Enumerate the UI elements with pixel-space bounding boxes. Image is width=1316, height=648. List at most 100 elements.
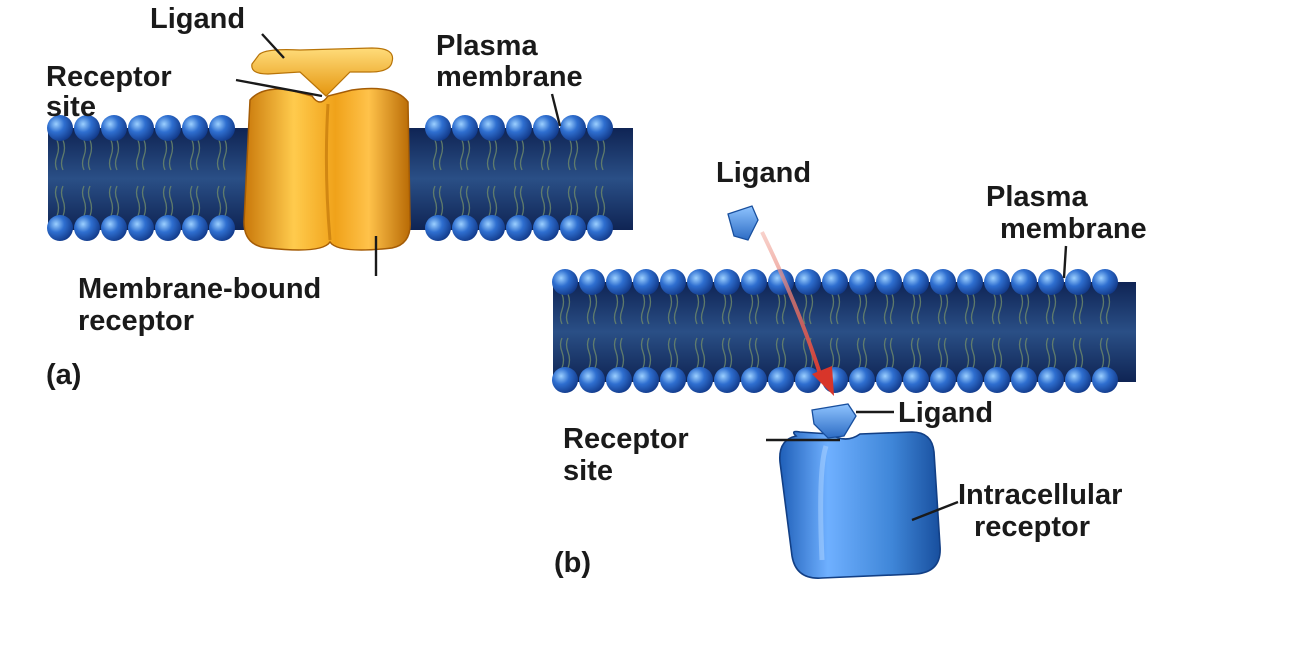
phospholipid-tail	[943, 337, 949, 369]
phospholipid-tail	[432, 185, 438, 217]
phospholipid-head	[182, 215, 208, 241]
phospholipid-tail	[1051, 293, 1057, 325]
phospholipid-tail	[54, 185, 60, 217]
phospholipid-tail	[162, 139, 168, 171]
phospholipid-tail	[943, 293, 949, 325]
membrane-label-a-2: membrane	[436, 61, 583, 93]
phospholipid-tail	[592, 293, 598, 325]
phospholipid-tail	[565, 337, 571, 369]
phospholipid-tail	[613, 293, 619, 325]
phospholipid-tail	[937, 293, 943, 325]
phospholipid-head	[1038, 269, 1064, 295]
phospholipid-head	[660, 269, 686, 295]
membrane-label-b-1: Plasma	[986, 181, 1088, 213]
phospholipid-head	[47, 115, 73, 141]
phospholipid-tail	[438, 139, 444, 171]
phospholipid-tail	[748, 293, 754, 325]
phospholipid-tail	[646, 293, 652, 325]
ligand-label-b-bottom: Ligand	[898, 397, 993, 429]
phospholipid-head	[47, 215, 73, 241]
phospholipid-tail	[216, 185, 222, 217]
phospholipid-tail	[222, 139, 228, 171]
panel-a: Ligand Receptor site Plasma membrane Mem…	[46, 3, 633, 391]
membrane-label-a-1: Plasma	[436, 30, 538, 62]
phospholipid-head	[552, 367, 578, 393]
ligand-leader-a	[261, 33, 285, 59]
phospholipid-tail	[486, 139, 492, 171]
phospholipid-head	[957, 367, 983, 393]
phospholipid-head	[552, 269, 578, 295]
phospholipid-tail	[748, 337, 754, 369]
phospholipid-tail	[997, 337, 1003, 369]
phospholipid-tail	[694, 293, 700, 325]
phospholipid-tail	[492, 139, 498, 171]
phospholipid-head	[579, 269, 605, 295]
diffusion-arrow	[760, 231, 834, 396]
phospholipid-head	[1011, 367, 1037, 393]
phospholipid-tail	[519, 185, 525, 217]
phospholipid-tail	[141, 139, 147, 171]
phospholipid-tail	[883, 337, 889, 369]
phospholipid-tail	[667, 337, 673, 369]
phospholipid-tail	[216, 139, 222, 171]
phospholipid-head	[903, 269, 929, 295]
phospholipid-head	[587, 115, 613, 141]
membrane-leader-a	[550, 93, 562, 127]
phospholipid-head	[128, 115, 154, 141]
phospholipid-tail	[1099, 293, 1105, 325]
phospholipid-head	[768, 367, 794, 393]
phospholipid-head	[182, 115, 208, 141]
phospholipid-tail	[546, 139, 552, 171]
receptor-site-label-b-2: site	[563, 455, 613, 487]
phospholipid-tail	[1072, 337, 1078, 369]
phospholipid-tail	[1105, 337, 1111, 369]
phospholipid-tail	[970, 293, 976, 325]
phospholipid-tail	[856, 337, 862, 369]
phospholipid-head	[930, 367, 956, 393]
phospholipid-tail	[781, 337, 787, 369]
phospholipid-head	[741, 367, 767, 393]
phospholipid-head	[74, 215, 100, 241]
phospholipid-head	[822, 269, 848, 295]
phospholipid-head	[155, 115, 181, 141]
phospholipid-head	[687, 367, 713, 393]
phospholipid-tail	[889, 337, 895, 369]
phospholipid-tail	[721, 293, 727, 325]
phospholipid-head	[660, 367, 686, 393]
phospholipid-head	[101, 115, 127, 141]
receptor-leader-b	[911, 500, 959, 522]
phospholipid-head	[101, 215, 127, 241]
receptor-site-leader-a	[235, 78, 323, 98]
panel-label-b: (b)	[554, 547, 591, 579]
membrane-label-b-2: membrane	[1000, 213, 1147, 245]
phospholipid-tail	[438, 185, 444, 217]
plasma-membrane-b	[552, 269, 1136, 393]
phospholipid-tail	[567, 139, 573, 171]
phospholipid-tail	[540, 139, 546, 171]
phospholipid-tail	[586, 337, 592, 369]
phospholipid-tail	[646, 337, 652, 369]
phospholipid-head	[1092, 367, 1118, 393]
phospholipid-tail	[1024, 293, 1030, 325]
phospholipid-tail	[459, 139, 465, 171]
phospholipid-tail	[573, 139, 579, 171]
phospholipid-head	[714, 269, 740, 295]
phospholipid-head	[714, 367, 740, 393]
phospholipid-tail	[694, 337, 700, 369]
phospholipid-tail	[829, 293, 835, 325]
phospholipid-tail	[700, 337, 706, 369]
phospholipid-tail	[673, 337, 679, 369]
phospholipid-head	[849, 269, 875, 295]
ligand-blue-bound	[811, 403, 857, 439]
phospholipid-tail	[519, 139, 525, 171]
phospholipid-tail	[108, 185, 114, 217]
phospholipid-head	[1065, 269, 1091, 295]
phospholipid-head	[1092, 269, 1118, 295]
phospholipid-tail	[1072, 293, 1078, 325]
phospholipid-tail	[1018, 337, 1024, 369]
phospholipid-tail	[1099, 337, 1105, 369]
phospholipid-head	[741, 269, 767, 295]
ligand-label-a: Ligand	[150, 3, 245, 35]
phospholipid-tail	[910, 337, 916, 369]
